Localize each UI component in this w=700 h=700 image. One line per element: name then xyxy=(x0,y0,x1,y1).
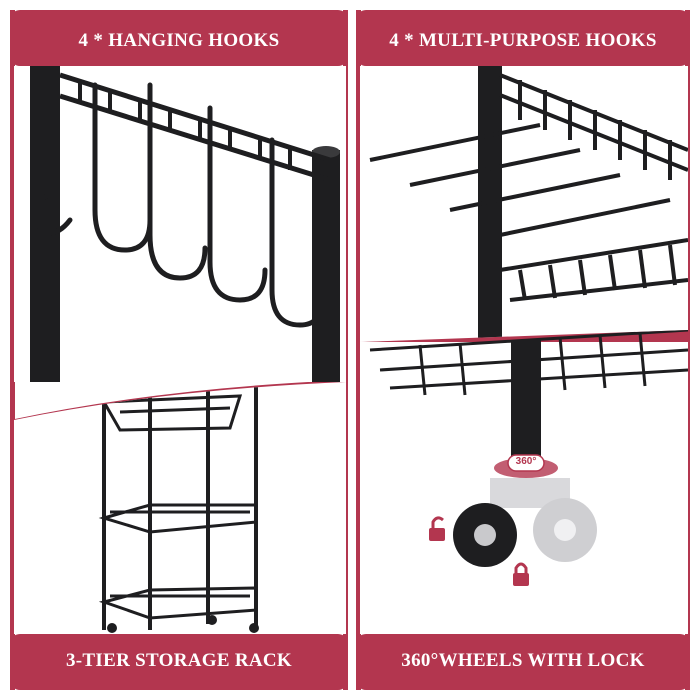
storage-rack-image xyxy=(14,382,346,634)
unlock-icon xyxy=(429,516,445,541)
lock-icon xyxy=(513,562,529,586)
wheel-image xyxy=(360,330,688,634)
hanging-hooks-title: 4 * HANGING HOOKS xyxy=(78,30,280,51)
rotation-badge xyxy=(507,454,545,472)
hanging-hooks-image xyxy=(14,66,346,382)
storage-rack-title: 3-TIER STORAGE RACK xyxy=(66,650,292,671)
wheels-with-lock-title: 360°WHEELS WITH LOCK xyxy=(401,650,645,671)
multi-purpose-hooks-image xyxy=(360,66,688,342)
rotation-badge-text: 360° xyxy=(515,456,537,467)
multi-purpose-hooks-title: 4 * MULTI-PURPOSE HOOKS xyxy=(389,30,657,51)
